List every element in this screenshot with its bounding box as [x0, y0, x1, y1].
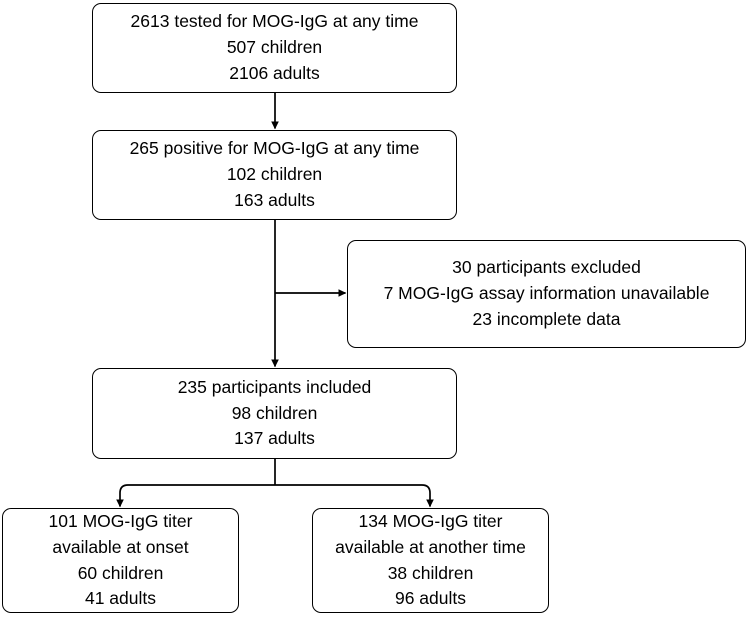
node-excluded-line-2: 7 MOG-IgG assay information unavailable: [383, 283, 710, 304]
node-excluded-line-1: 30 participants excluded: [452, 257, 641, 278]
node-participants-excluded: 30 participants excluded 7 MOG-IgG assay…: [347, 240, 746, 348]
node-positive-for-mog-igg: 265 positive for MOG-IgG at any time 102…: [92, 130, 457, 220]
node-onset-line-2: available at onset: [52, 536, 189, 557]
node-onset-line-1: 101 MOG-IgG titer: [48, 510, 193, 531]
node-positive-line-3: 163 adults: [234, 189, 315, 210]
node-included-line-1: 235 participants included: [177, 376, 372, 397]
node-titer-available-at-onset: 101 MOG-IgG titer available at onset 60 …: [2, 508, 239, 613]
node-another-line-3: 38 children: [387, 562, 474, 583]
node-tested-line-1: 2613 tested for MOG-IgG at any time: [130, 11, 419, 32]
node-another-line-1: 134 MOG-IgG titer: [358, 510, 503, 531]
node-excluded-line-3: 23 incomplete data: [472, 308, 621, 329]
edge-included-to-titer-onset: [116, 484, 275, 508]
edge-included-to-titer-another: [275, 484, 434, 508]
node-tested-line-3: 2106 adults: [229, 62, 320, 83]
node-onset-line-3: 60 children: [77, 562, 164, 583]
node-included-line-2: 98 children: [231, 402, 318, 423]
node-included-line-3: 137 adults: [234, 428, 315, 449]
node-another-line-2: available at another time: [335, 536, 526, 557]
node-positive-line-1: 265 positive for MOG-IgG at any time: [129, 138, 420, 159]
node-another-line-4: 96 adults: [394, 588, 467, 609]
node-positive-line-2: 102 children: [226, 164, 323, 185]
node-onset-line-4: 41 adults: [84, 588, 157, 609]
node-tested-for-mog-igg: 2613 tested for MOG-IgG at any time 507 …: [92, 3, 457, 93]
node-participants-included: 235 participants included 98 children 13…: [92, 368, 457, 459]
node-tested-line-2: 507 children: [226, 37, 323, 58]
node-titer-available-at-another-time: 134 MOG-IgG titer available at another t…: [312, 508, 549, 613]
